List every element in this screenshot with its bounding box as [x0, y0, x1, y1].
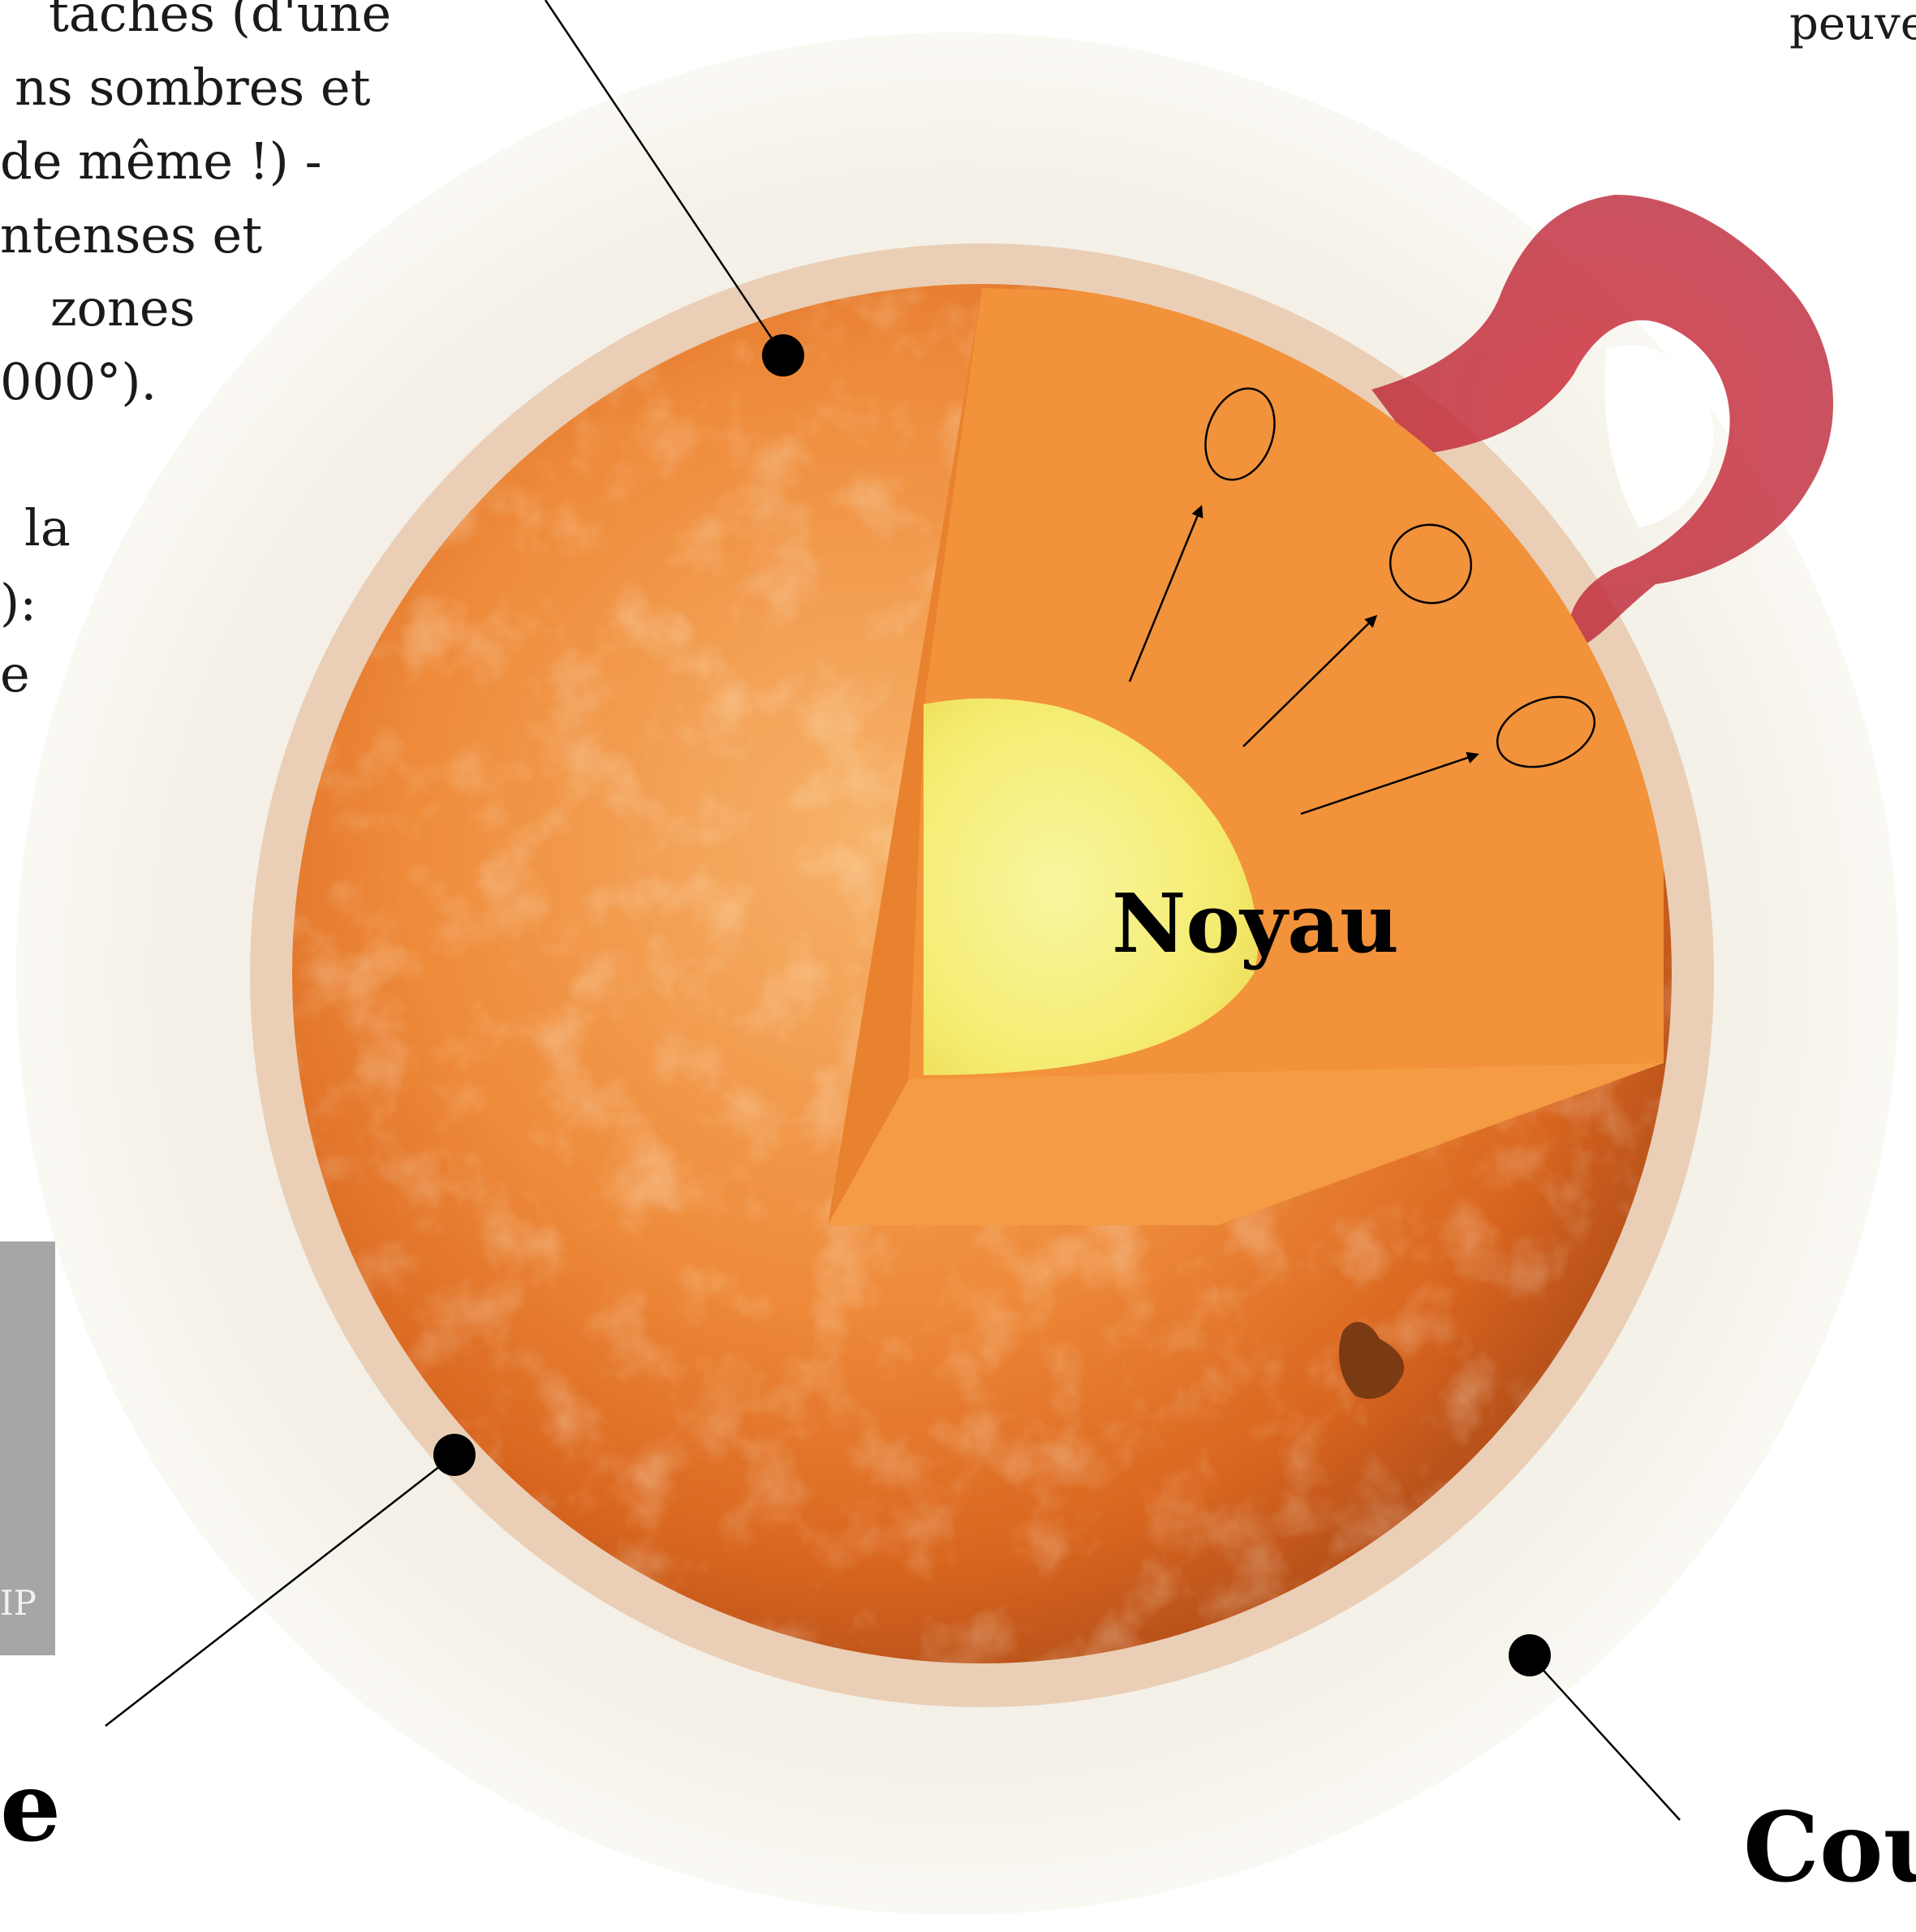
- left-text-line-8: ):: [0, 578, 37, 628]
- core-label: Noyau: [1112, 883, 1399, 964]
- left-text-line-1: taches (d'une: [49, 0, 391, 39]
- bottom-right-label: Cou: [1743, 1800, 1916, 1895]
- left-text-line-5: zones: [50, 283, 195, 333]
- left-text-line-6: 000°).: [0, 357, 157, 407]
- left-text-line-7: la: [24, 503, 71, 553]
- left-text-line-2: ns sombres et: [15, 62, 371, 113]
- bottom-left-label: e: [0, 1759, 61, 1855]
- left-text-line-4: ntenses et: [0, 210, 262, 260]
- granulation-credit: IP: [0, 1586, 37, 1620]
- top-right-text: peuve: [1789, 2, 1916, 47]
- left-text-line-3: de même !) -: [0, 136, 322, 187]
- left-text-line-9: e: [0, 649, 30, 699]
